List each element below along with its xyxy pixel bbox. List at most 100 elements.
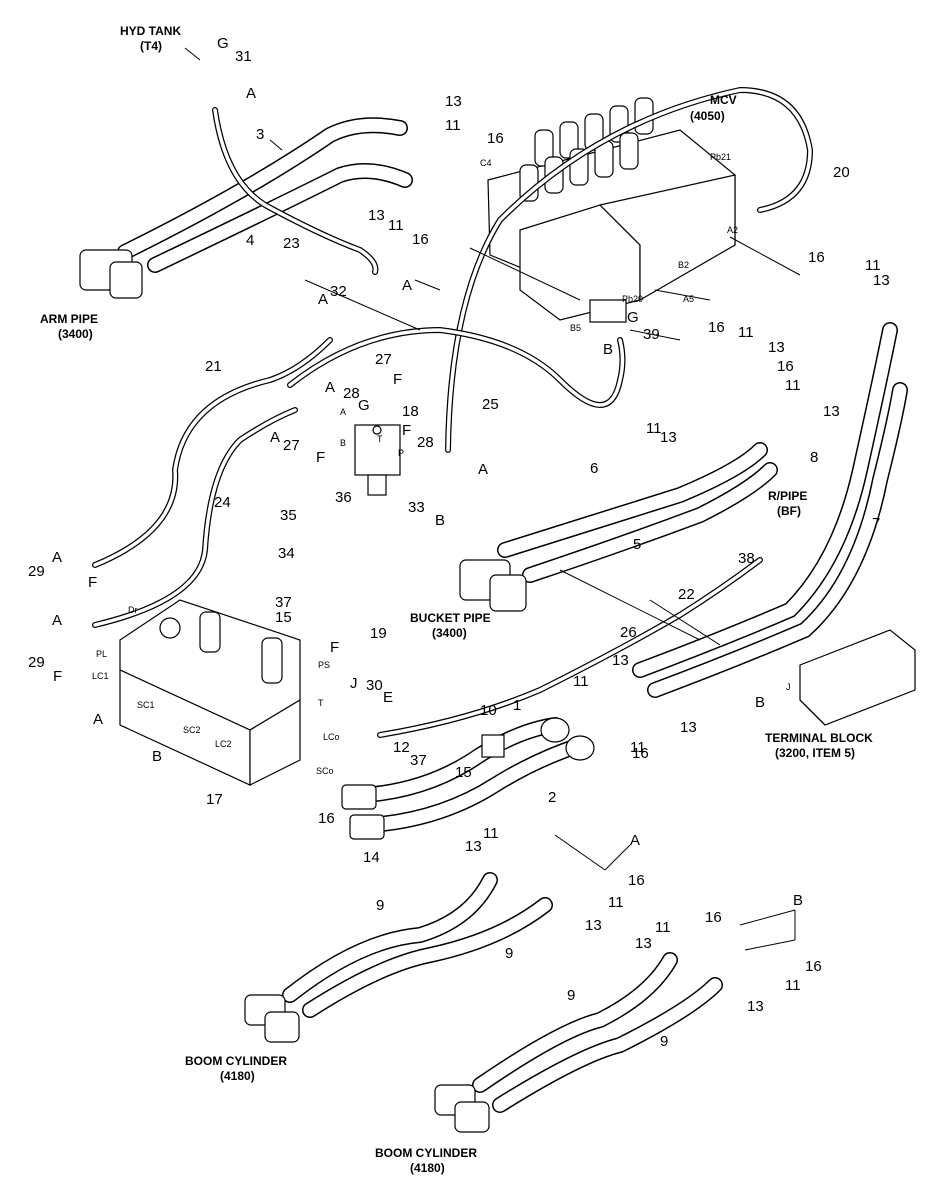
part-number-16-10: 16 [805,958,822,975]
r-pipe-ref: (BF) [777,504,801,518]
part-number-13-11: 13 [635,935,652,952]
part-number-22: 22 [678,586,695,603]
part-number-19: 19 [370,625,387,642]
pipe-1-2 [341,717,595,840]
part-number-16-5: 16 [777,358,794,375]
part-number-16-3: 16 [808,249,825,266]
port-label-b-18: B [340,438,346,448]
part-number-18: 18 [402,403,419,420]
part-number-13-7: 13 [612,652,629,669]
part-number-11-2: 11 [388,217,404,234]
letter-a-4: A [325,379,335,396]
mcv-label: MCV [710,93,737,107]
part-number-16-6: 16 [632,745,649,762]
part-number-11-12: 11 [785,977,801,994]
part-number-25: 25 [482,396,499,413]
part-number-11-9: 11 [483,825,499,842]
part-number-11-10: 11 [608,894,624,911]
part-number-13-5: 13 [823,403,840,420]
part-number-11: 11 [445,117,461,134]
r-pipe-label: R/PIPE [768,489,807,503]
part-number-11-4: 11 [738,324,754,341]
hose-7-8 [632,322,908,698]
letter-g-3: G [358,397,370,414]
part-number-11-11: 11 [655,919,671,936]
port-label-t-20: T [377,434,383,444]
letter-a-1: A [246,85,256,102]
arm-pipe-ref: (3400) [58,327,93,341]
part-number-16-2: 16 [412,231,429,248]
part-number-13-10: 13 [585,917,602,934]
letter-f-5: F [53,668,62,685]
port-label-a5-5: A5 [683,294,694,304]
boom-cylinder-1-ref: (4180) [220,1069,255,1083]
letter-a-10: A [630,832,640,849]
part-number-9-3: 9 [567,987,575,1004]
part-number-32: 32 [330,283,347,300]
letter-b-2: B [435,512,445,529]
letter-f-1: F [393,371,402,388]
part-number-13-12: 13 [747,998,764,1015]
port-label-b2-3: B2 [678,260,689,270]
part-number-7: 7 [872,515,880,532]
port-label-sc2-10: SC2 [183,725,201,735]
part-number-1: 1 [513,697,521,714]
part-number-9: 9 [376,897,384,914]
callout-labels: HYD TANK (T4) MCV (4050) ARM PIPE (3400)… [40,24,873,1175]
part-number-13: 13 [445,93,462,110]
part-number-29-2: 29 [28,654,45,671]
letter-f-3: F [316,449,325,466]
part-number-34: 34 [278,545,295,562]
bucket-pipe-label: BUCKET PIPE [410,611,491,625]
part-number-13-2: 13 [368,207,385,224]
port-label-sco-15: SCo [316,766,334,776]
part-number-27: 27 [375,351,392,368]
part-number-14: 14 [363,849,380,866]
part-number-11-8: 11 [630,739,646,756]
terminal-block [799,629,916,726]
part-number-11-3: 11 [865,257,881,274]
part-number-15: 15 [275,609,292,626]
hose-3-4 [79,117,413,299]
letter-a-3: A [318,291,328,308]
mcv-valve-block [487,97,736,323]
part-number-13-3: 13 [873,272,890,289]
part-number-36: 36 [335,489,352,506]
part-number-28: 28 [343,385,360,402]
part-number-37-2: 37 [410,752,427,769]
pilot-hoses [92,86,814,738]
letter-b-3: B [755,694,765,711]
part-number-13-4: 13 [768,339,785,356]
valve-18 [354,424,401,496]
port-label-pb21-1: Pb21 [710,152,731,162]
letter-f-4: F [88,574,97,591]
letter-a-9: A [93,711,103,728]
port-label-j-21: J [786,682,791,692]
block-17 [119,599,301,786]
part-number-39: 39 [643,326,660,343]
port-label-lc1-8: LC1 [92,671,109,681]
part-number-12: 12 [393,739,410,756]
part-number-31: 31 [235,48,252,65]
part-number-labels: 1234567899991011111111111111111111111112… [28,48,890,1050]
part-number-5: 5 [633,536,641,553]
part-number-21: 21 [205,358,222,375]
port-label-pb20-4: Pb20 [622,294,643,304]
terminal-block-label: TERMINAL BLOCK [765,731,873,745]
part-number-8: 8 [810,449,818,466]
port-label-c4-0: C4 [480,158,492,168]
letter-f-2: F [402,422,411,439]
part-number-27-2: 27 [283,437,300,454]
part-number-13-9: 13 [465,838,482,855]
port-label-pl-7: PL [96,649,107,659]
arm-pipe-label: ARM PIPE [40,312,98,326]
part-number-3: 3 [256,126,264,143]
hyd-tank-label: HYD TANK [120,24,181,38]
hose-9-set [244,872,723,1133]
letter-b-1: B [603,341,613,358]
part-number-17: 17 [206,791,223,808]
part-number-16: 16 [487,130,504,147]
part-number-9-2: 9 [505,945,513,962]
part-number-16-7: 16 [318,810,335,827]
letter-e-1: E [383,689,393,706]
